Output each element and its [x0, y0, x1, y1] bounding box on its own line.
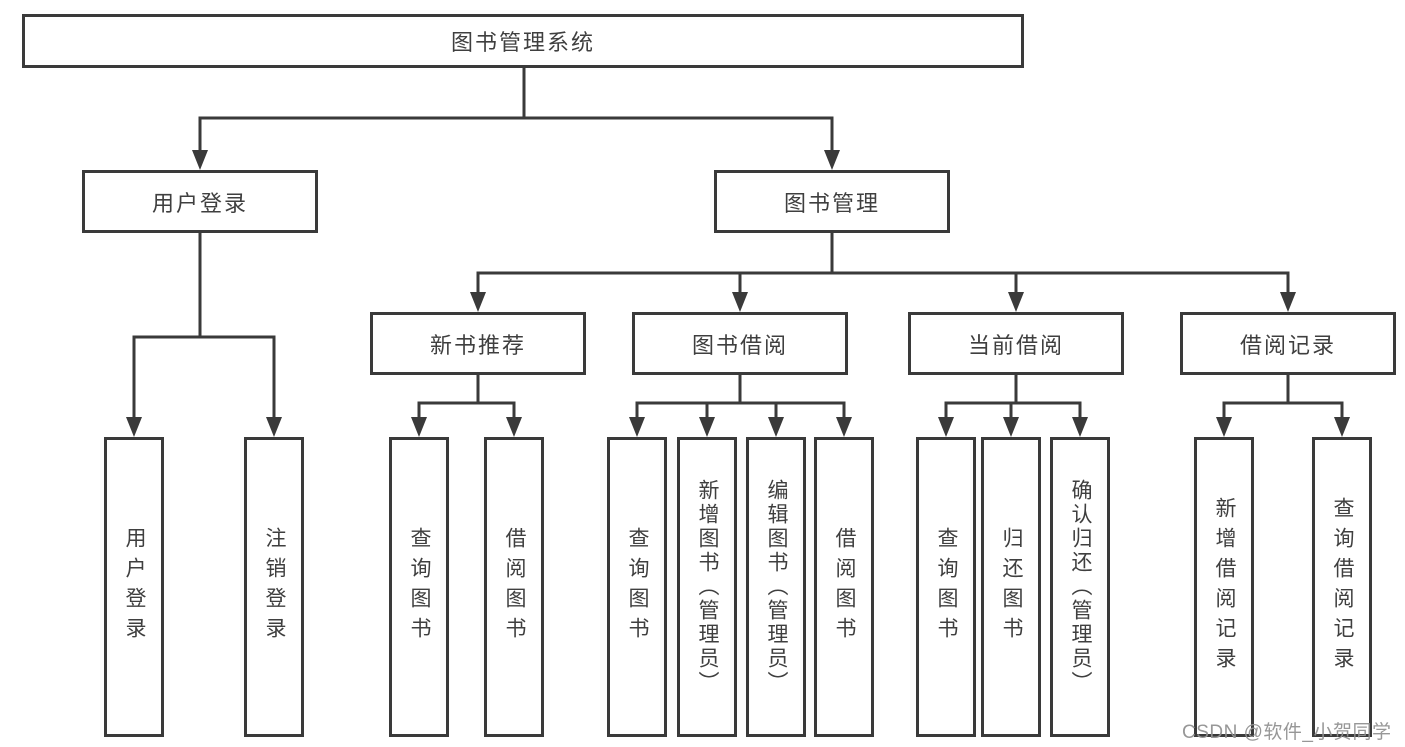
- node-user-login: 用户登录: [82, 170, 318, 233]
- leaf-confirm-return-admin: 确认归还（管理员）: [1050, 437, 1110, 737]
- leaf-label: 注销登录: [263, 527, 286, 647]
- watermark: CSDN @软件_小贺同学: [1182, 722, 1392, 743]
- leaf-query-books-recommend: 查询图书: [389, 437, 449, 737]
- leaf-label: 借阅图书: [503, 527, 526, 647]
- leaf-add-books-admin: 新增图书（管理员）: [677, 437, 737, 737]
- node-borrowing-records: 借阅记录: [1180, 312, 1396, 375]
- node-current-borrowing: 当前借阅: [908, 312, 1124, 375]
- node-label: 用户登录: [151, 190, 248, 216]
- leaf-query-books-current: 查询图书: [916, 437, 976, 737]
- node-label: 新书推荐: [429, 332, 526, 358]
- node-label: 图书借阅: [691, 332, 788, 358]
- leaf-label: 新增借阅记录: [1213, 497, 1236, 677]
- leaf-borrow-books: 借阅图书: [814, 437, 874, 737]
- node-label: 当前借阅: [967, 332, 1064, 358]
- leaf-label: 借阅图书: [833, 527, 856, 647]
- leaf-borrow-books-recommend: 借阅图书: [484, 437, 544, 737]
- leaf-label: 编辑图书（管理员）: [765, 479, 788, 695]
- leaf-query-books-borrow: 查询图书: [607, 437, 667, 737]
- leaf-edit-books-admin: 编辑图书（管理员）: [746, 437, 806, 737]
- node-book-management: 图书管理: [714, 170, 950, 233]
- leaf-query-borrow-record: 查询借阅记录: [1312, 437, 1372, 737]
- leaf-label: 查询图书: [935, 527, 958, 647]
- node-label: 图书管理: [783, 190, 880, 216]
- leaf-add-borrow-record: 新增借阅记录: [1194, 437, 1254, 737]
- leaf-user-login: 用户登录: [104, 437, 164, 737]
- leaf-label: 新增图书（管理员）: [696, 479, 719, 695]
- node-new-book-recommendation: 新书推荐: [370, 312, 586, 375]
- leaf-label: 查询图书: [408, 527, 431, 647]
- leaf-label: 查询借阅记录: [1331, 497, 1354, 677]
- leaf-return-books: 归还图书: [981, 437, 1041, 737]
- node-label: 图书管理系统: [450, 30, 595, 55]
- leaf-logout: 注销登录: [244, 437, 304, 737]
- leaf-label: 用户登录: [123, 527, 146, 647]
- leaf-label: 归还图书: [1000, 527, 1023, 647]
- leaf-label: 查询图书: [626, 527, 649, 647]
- leaf-label: 确认归还（管理员）: [1069, 479, 1092, 695]
- node-library-system: 图书管理系统: [22, 14, 1024, 68]
- node-book-borrowing: 图书借阅: [632, 312, 848, 375]
- node-label: 借阅记录: [1239, 332, 1336, 358]
